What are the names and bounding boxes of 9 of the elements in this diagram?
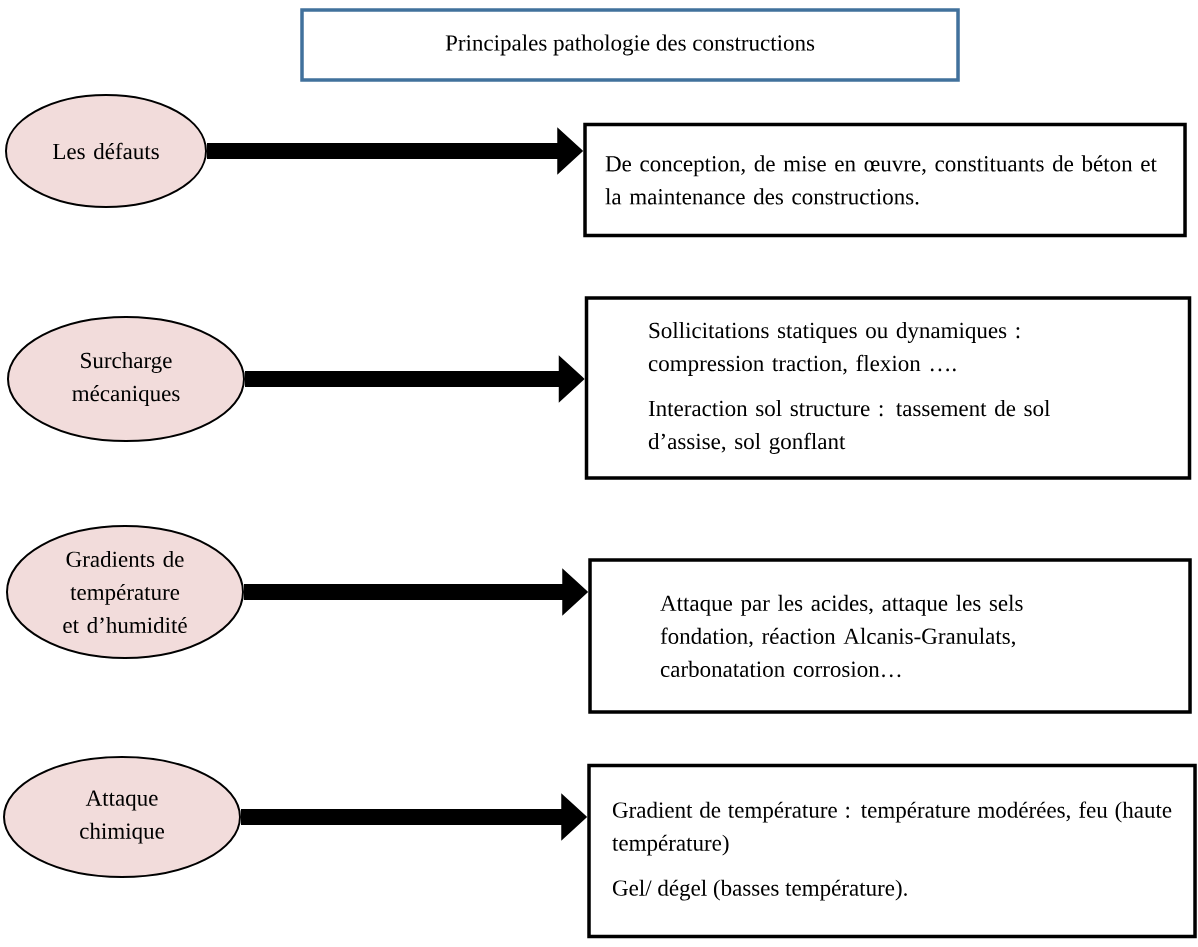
text-box: Sollicitations statiques ou dynamiques : compression traction, flexion …. Interaction sol structure : tassement de sol d’assise, sol gonflant [584, 296, 1192, 480]
oval-node: Attaque chimique [3, 756, 241, 878]
oval-node: Les défauts [5, 94, 207, 208]
text-box: De conception, de mise en œuvre, constituants de béton et la maintenance des constructions. [583, 122, 1187, 238]
text-box: Attaque par les acides, attaque les sels fondation, réaction Alcanis-Granulats, carbonatation corrosion… [588, 558, 1192, 714]
text-box: Gradient de température : température modérées, feu (haute température) Gel/ dégel (basses température). [587, 763, 1197, 939]
title-box: Principales pathologie des constructions [300, 8, 960, 82]
oval-node: Surcharge mécaniques [7, 316, 245, 442]
oval-node: Gradients de température et d’humidité [6, 525, 244, 659]
